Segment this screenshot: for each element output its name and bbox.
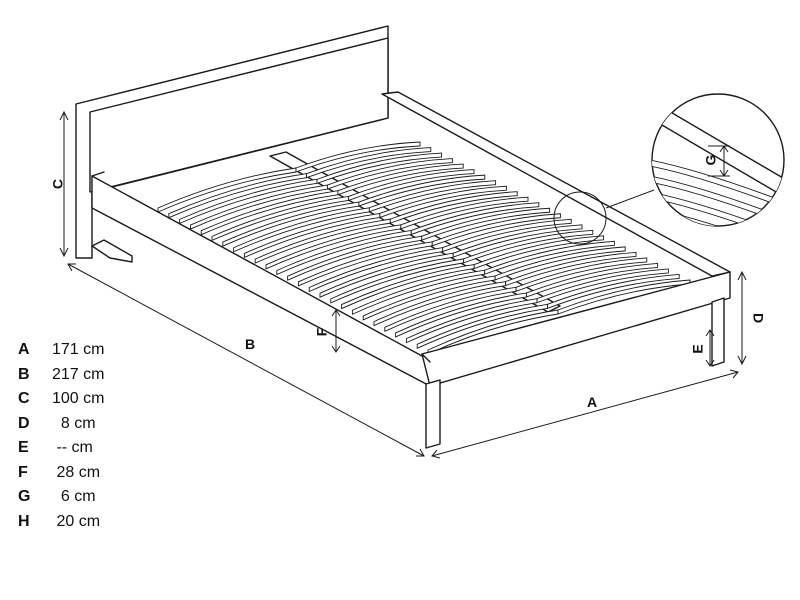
legend-row: H 20 cm	[18, 510, 158, 535]
slat	[463, 229, 594, 264]
slat	[295, 141, 421, 173]
legend-letter: H	[18, 512, 30, 530]
slat	[326, 158, 453, 190]
dimension-label-g: G	[703, 154, 719, 165]
slat	[400, 196, 529, 230]
dimension-legend: A 171 cm B 217 cm C 100 cm D 8 cm E -- c…	[18, 338, 158, 534]
slat	[505, 251, 637, 287]
legend-row: G 6 cm	[18, 485, 158, 510]
dimension-label-d: D	[750, 313, 766, 323]
dimension-label-f: F	[314, 327, 330, 336]
legend-letter: C	[18, 390, 30, 408]
slat	[442, 218, 572, 253]
legend-letter: A	[18, 341, 30, 359]
dimension-d: D	[737, 270, 766, 366]
legend-row: B 217 cm	[18, 363, 158, 388]
slat	[368, 180, 497, 213]
slat	[484, 240, 615, 275]
slat	[494, 246, 626, 281]
dimension-label-e: E	[690, 344, 706, 353]
legend-row: A 171 cm	[18, 338, 158, 363]
dimension-label-a: A	[587, 394, 597, 410]
slat	[410, 202, 540, 236]
detail-marker-circle	[553, 191, 607, 245]
legend-letter: D	[18, 414, 30, 432]
legend-value: 217 cm	[52, 365, 105, 383]
legend-row: F 28 cm	[18, 461, 158, 486]
legend-letter: E	[18, 439, 29, 457]
detail-magnifier-content	[652, 99, 784, 226]
dimension-f: F	[314, 309, 341, 353]
dimension-e: E	[690, 329, 715, 367]
slat	[316, 152, 443, 185]
back-right-leg	[711, 297, 725, 367]
slat-frame	[157, 141, 691, 355]
legend-value: 20 cm	[52, 512, 101, 530]
front-leg	[425, 379, 441, 449]
legend-row: E -- cm	[18, 436, 158, 461]
slat	[421, 207, 551, 241]
dimension-label-b: B	[245, 336, 255, 352]
footboard	[421, 271, 731, 387]
legend-value: 28 cm	[52, 463, 101, 481]
legend-letter: G	[18, 488, 31, 506]
legend-letter: B	[18, 365, 30, 383]
slat	[452, 224, 583, 258]
legend-value: -- cm	[52, 439, 93, 457]
slat	[547, 273, 680, 309]
legend-value: 8 cm	[52, 414, 96, 432]
legend-letter: F	[18, 463, 28, 481]
dimension-a: A	[431, 369, 739, 459]
slat	[358, 174, 486, 207]
slat	[306, 147, 432, 179]
slat	[536, 268, 669, 304]
slat	[526, 262, 659, 298]
legend-value: 171 cm	[52, 341, 105, 359]
dimension-b: B	[67, 263, 425, 457]
legend-value: 6 cm	[52, 488, 96, 506]
dimension-label-c: C	[50, 179, 66, 189]
headboard-front-face	[89, 37, 389, 193]
slat	[337, 163, 464, 196]
slat	[389, 191, 518, 224]
slat	[347, 169, 475, 202]
slat	[379, 185, 507, 219]
back-left-leg	[91, 239, 133, 263]
slat	[431, 213, 561, 247]
legend-value: 100 cm	[52, 390, 105, 408]
legend-row: D 8 cm	[18, 412, 158, 437]
legend-row: C 100 cm	[18, 387, 158, 412]
dimension-c: C	[50, 110, 69, 258]
slat	[515, 257, 648, 292]
slat	[473, 235, 605, 270]
